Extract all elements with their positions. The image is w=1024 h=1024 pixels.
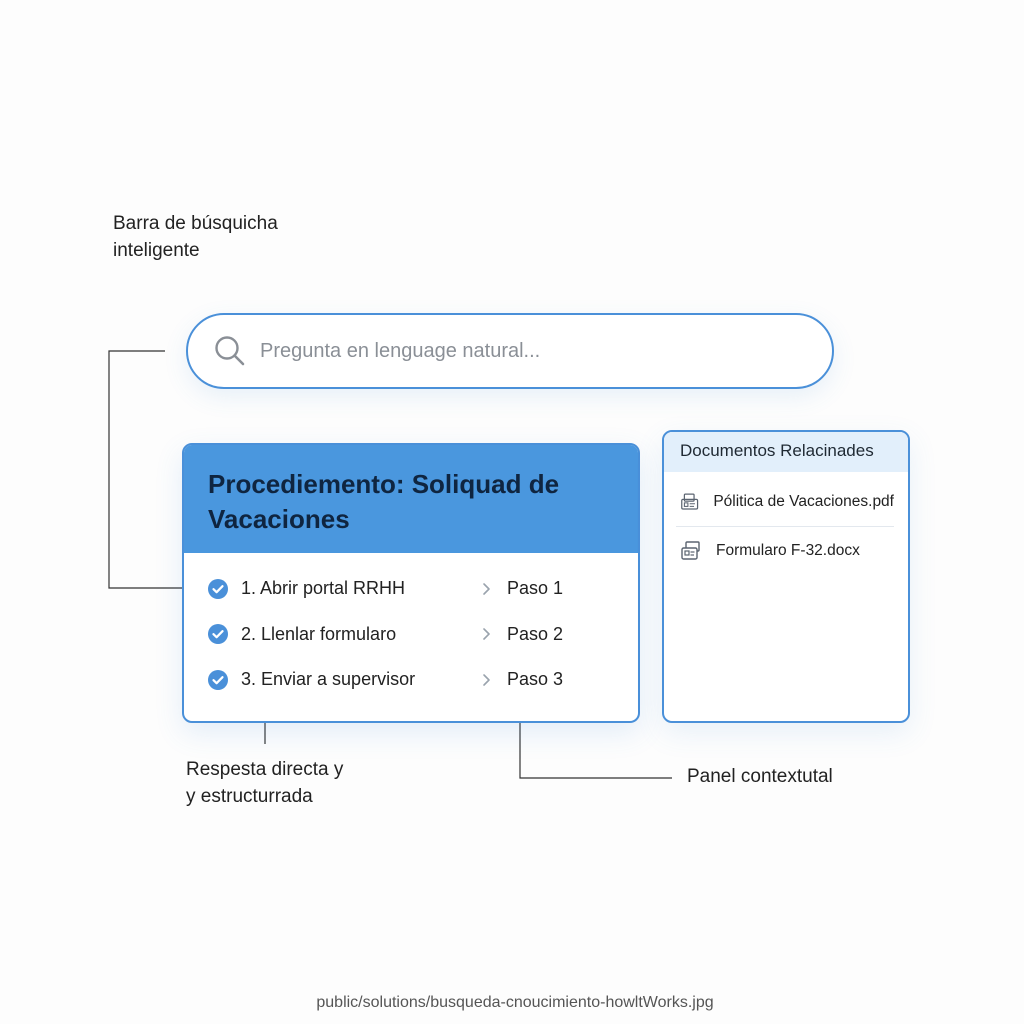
- chevron-right-icon: [483, 628, 490, 641]
- panel-annotation-line: Panel contextutal: [687, 766, 833, 787]
- answer-annotation-line-1: Respesta directa y: [186, 759, 344, 780]
- document-icon: [681, 493, 699, 510]
- docs-list: Pólitica de Vacaciones.pdf Formularo F-3…: [664, 478, 908, 575]
- steps-list: 1. Abrir portal RRHH Paso 1 2. Llenlar f…: [184, 553, 638, 703]
- step-label: 1. Abrir portal RRHH: [241, 578, 406, 599]
- answer-card: Procediemento: Soliquad de Vacaciones 1.…: [182, 443, 640, 723]
- step-tag: Paso 1: [507, 578, 564, 599]
- search-annotation-line-1: Barra de búsquicha: [113, 213, 278, 234]
- step-label: 2. Llenlar formularo: [241, 623, 397, 644]
- doc-item[interactable]: Pólitica de Vacaciones.pdf: [676, 478, 894, 527]
- form-icon: [681, 541, 700, 560]
- doc-label: Formularo F-32.docx: [716, 542, 860, 559]
- step-item[interactable]: 3. Enviar a supervisor Paso 3: [184, 657, 638, 703]
- step-item[interactable]: 1. Abrir portal RRHH Paso 1: [184, 566, 638, 612]
- chevron-right-icon: [483, 582, 490, 595]
- answer-annotation: Respesta directa y y estructurrada: [186, 756, 343, 810]
- related-docs-panel: Documentos Relacinades Pólitica de Vacac…: [662, 430, 910, 723]
- step-tag: Paso 2: [507, 623, 564, 644]
- step-label: 3. Enviar a supervisor: [241, 669, 416, 690]
- doc-label: Pólitica de Vacaciones.pdf: [713, 493, 894, 510]
- answer-title: Procediemento: Soliquad de Vacaciones: [208, 469, 560, 534]
- docs-panel-title: Documentos Relacinades: [664, 432, 908, 472]
- search-annotation-line-2: inteligente: [113, 240, 200, 261]
- search-annotation: Barra de búsquicha inteligente: [113, 210, 278, 264]
- doc-item[interactable]: Formularo F-32.docx: [676, 527, 894, 575]
- check-circle-icon: [208, 624, 228, 645]
- search-icon[interactable]: [212, 333, 248, 369]
- file-path-caption: public/solutions/busqueda-cnoucimiento-h…: [316, 994, 714, 1011]
- search-connector: [108, 350, 190, 589]
- step-tag: Paso 3: [507, 669, 564, 690]
- step-item[interactable]: 2. Llenlar formularo Paso 2: [184, 612, 638, 658]
- answer-annotation-line-2: y estructurrada: [186, 786, 313, 807]
- search-input[interactable]: [260, 339, 800, 363]
- chevron-right-icon: [483, 673, 490, 686]
- panel-annotation: Panel contextutal: [687, 763, 833, 790]
- answer-card-header: Procediemento: Soliquad de Vacaciones: [184, 445, 638, 553]
- check-circle-icon: [208, 669, 228, 690]
- check-circle-icon: [208, 578, 228, 599]
- smart-search-bar[interactable]: [186, 313, 834, 389]
